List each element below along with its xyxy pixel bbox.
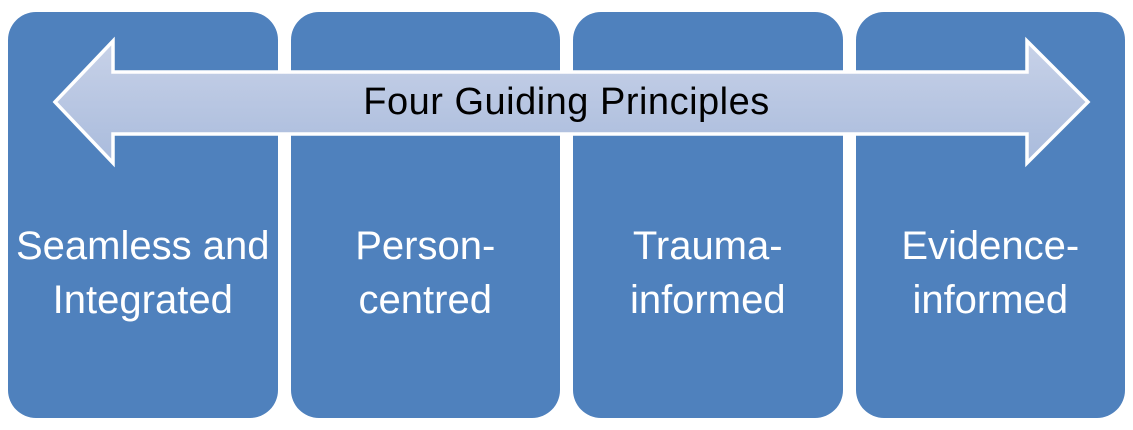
panel-label-person-centred: Person- centred [355, 219, 495, 327]
panel-label-line: Evidence- [901, 223, 1080, 268]
panel-label-line: centred [358, 277, 492, 322]
panel-label-line: informed [629, 277, 786, 322]
panel-label-evidence-informed: Evidence- informed [901, 219, 1079, 327]
panel-label-trauma-informed: Trauma- informed [630, 219, 786, 327]
panel-label-line: informed [912, 277, 1069, 322]
panel-label-line: Seamless and [16, 223, 270, 268]
panel-label-line: Integrated [52, 277, 233, 322]
panel-label-seamless-and-integrated: Seamless and Integrated [16, 219, 269, 327]
diagram-title: Four Guiding Principles [363, 80, 770, 123]
panel-label-line: Trauma- [632, 223, 783, 268]
panel-label-line: Person- [355, 223, 496, 268]
